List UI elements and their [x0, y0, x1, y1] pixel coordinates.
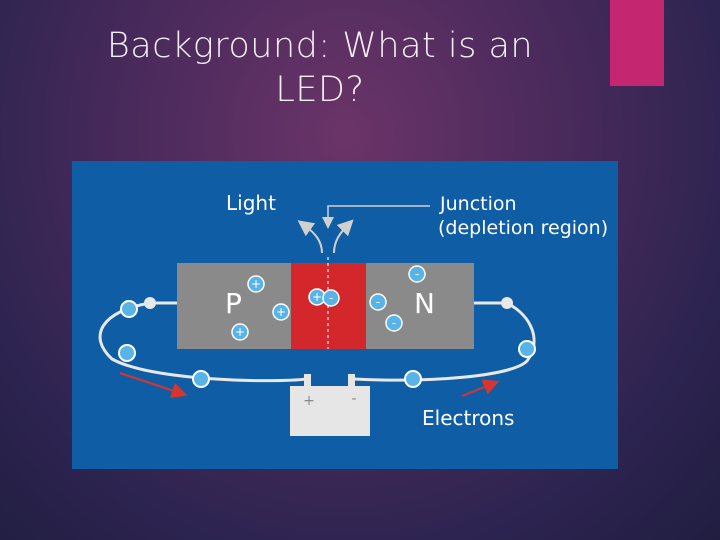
slide-title-line1: Background: What is an	[106, 26, 534, 66]
battery-terminal-plus	[304, 374, 311, 388]
led-diagram: + - Light Junction (depletion region) P …	[72, 161, 618, 469]
light-arrow-left	[297, 220, 323, 254]
wire-electron	[192, 370, 210, 388]
wire-electron	[518, 340, 536, 358]
wire-electron	[404, 370, 422, 388]
battery-plus-label: +	[303, 393, 315, 409]
current-arrow-right	[461, 379, 500, 397]
accent-bar	[610, 0, 664, 86]
electron-charge: -	[322, 289, 340, 307]
hole: +	[247, 275, 265, 293]
svg-text:-: -	[392, 316, 396, 330]
svg-text:+: +	[251, 277, 261, 291]
circuit-wire	[98, 301, 308, 383]
p-label: P	[225, 287, 242, 320]
svg-text:-: -	[329, 291, 333, 305]
junction-pointer	[322, 205, 430, 229]
battery-minus-label: -	[351, 391, 356, 407]
led-diagram-svg: + - Light Junction (depletion region) P …	[98, 191, 608, 436]
electron-charge: -	[408, 265, 426, 283]
electron-charge: -	[385, 314, 403, 332]
svg-text:+: +	[276, 305, 286, 319]
wire-node-right	[501, 297, 513, 309]
svg-text:+: +	[235, 325, 245, 339]
slide-title-line2: LED?	[275, 70, 365, 110]
svg-text:+: +	[312, 290, 322, 304]
svg-text:-: -	[376, 295, 380, 309]
battery	[290, 386, 370, 436]
battery-terminal-minus	[348, 374, 355, 388]
wire-electron	[120, 300, 138, 318]
light-label: Light	[226, 191, 276, 215]
junction-label-line1: Junction	[439, 193, 517, 215]
electron-charge: -	[369, 293, 387, 311]
n-label: N	[414, 287, 435, 320]
light-arrow-right	[333, 219, 354, 254]
svg-text:-: -	[415, 267, 419, 281]
current-arrow-left	[119, 372, 188, 399]
wire-electron	[118, 344, 136, 362]
wire-node-left	[144, 297, 156, 309]
hole: +	[231, 323, 249, 341]
electrons-label: Electrons	[422, 406, 514, 430]
slide-title: Background: What is an LED?	[60, 24, 580, 112]
hole: +	[272, 303, 290, 321]
junction-label-line2: (depletion region)	[438, 217, 608, 239]
